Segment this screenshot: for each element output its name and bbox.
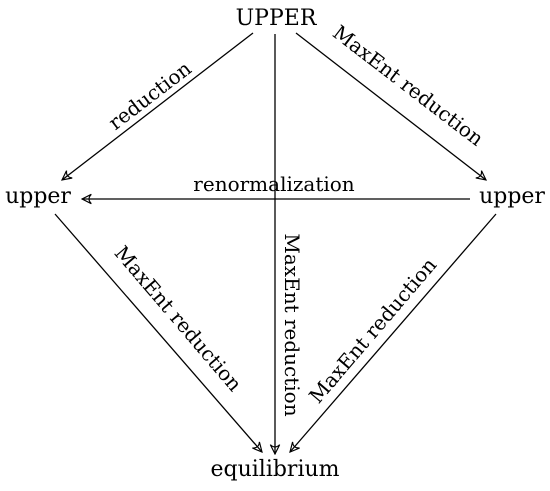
- label-right-to-left: renormalization: [193, 172, 354, 196]
- edge-left-to-bottom: [54, 213, 262, 452]
- node-bottom: equilibrium: [210, 457, 339, 482]
- edge-right-to-bottom: [290, 213, 497, 452]
- edge-top-to-left: [62, 32, 254, 180]
- label-right-to-bottom: MaxEnt reduction: [304, 253, 441, 408]
- node-left: upper: [5, 184, 71, 209]
- label-left-to-bottom: MaxEnt reduction: [110, 241, 247, 396]
- node-top: UPPER: [236, 6, 318, 31]
- edge-top-to-right: [295, 32, 486, 180]
- label-top-to-left: reduction: [104, 56, 196, 135]
- label-top-to-right: MaxEnt reduction: [328, 20, 488, 151]
- label-top-to-bottom: MaxEnt reduction: [280, 233, 304, 416]
- node-right: upper: [479, 184, 545, 209]
